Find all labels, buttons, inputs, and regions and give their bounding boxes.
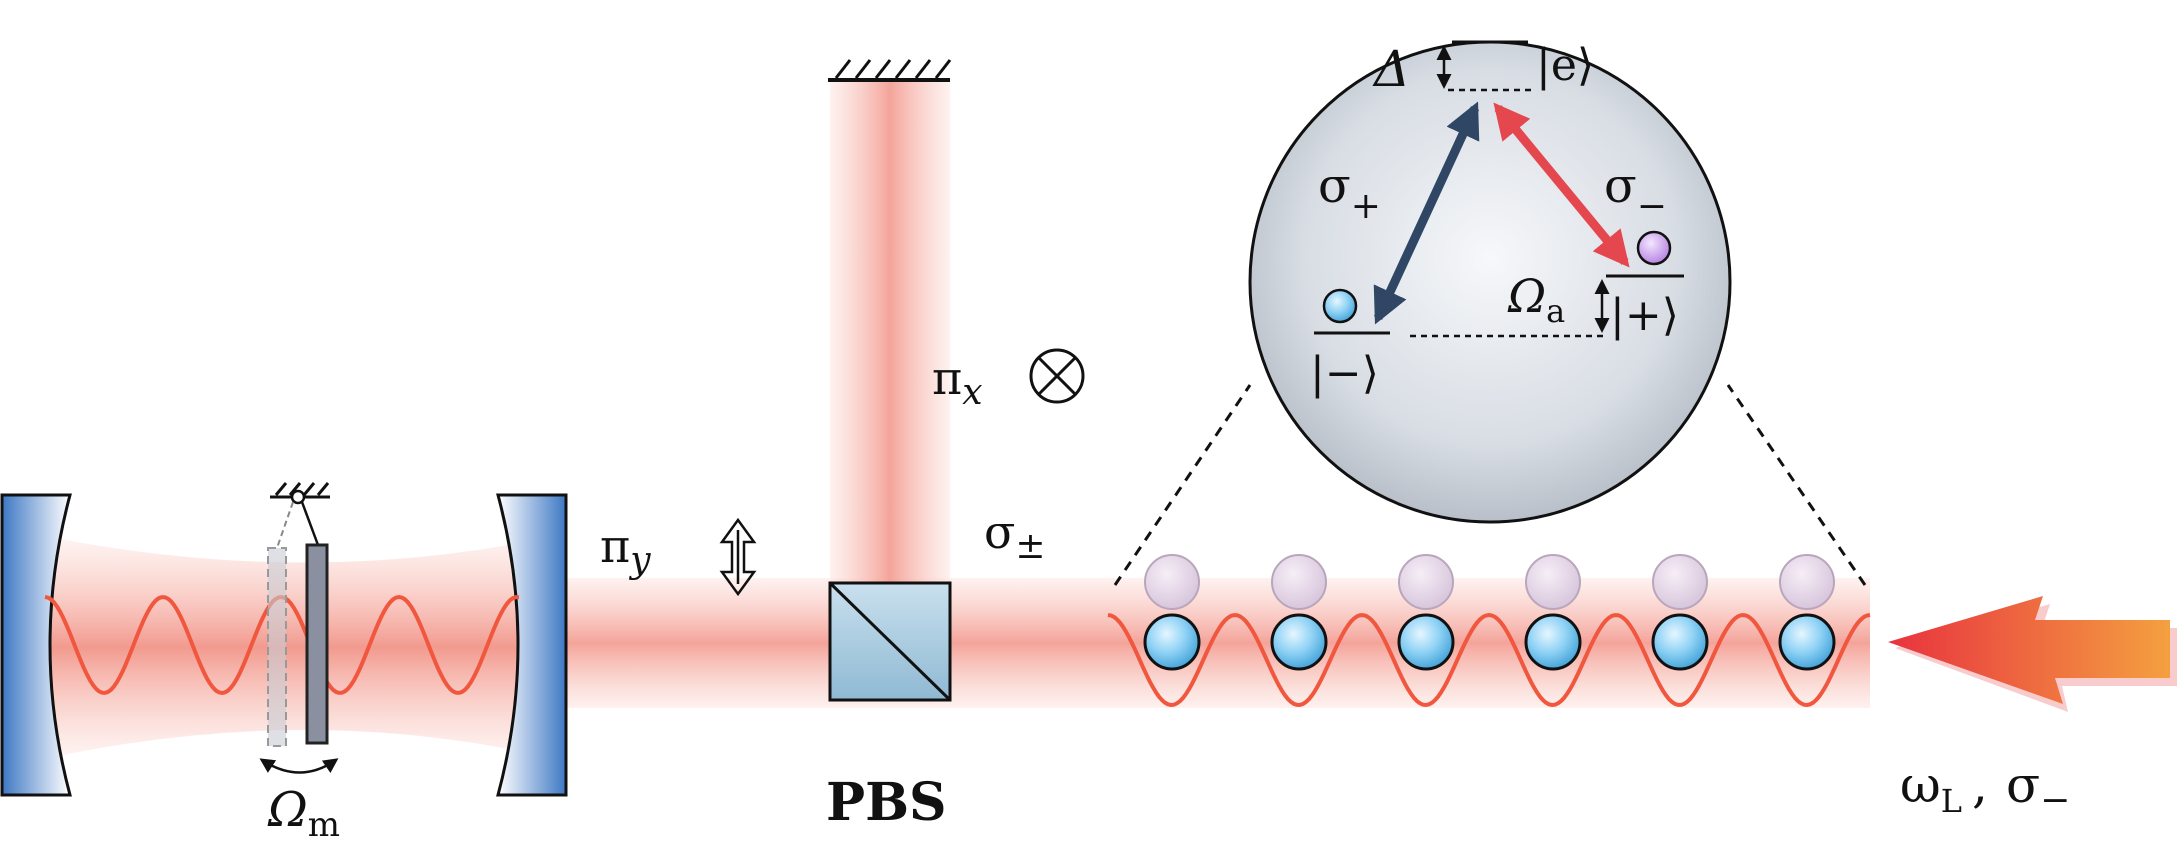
faded-atom-4: [1525, 554, 1581, 610]
lattice-atom-2: [1270, 613, 1328, 671]
delta-label: Δ: [1372, 40, 1410, 98]
faded-atom-5: [1652, 554, 1708, 610]
pbs-label: PBS: [826, 772, 947, 833]
level-scheme: [1314, 40, 1684, 338]
omega-a-label: Ωa: [1507, 269, 1565, 330]
cross-circle-icon: [1029, 348, 1085, 404]
membrane: [305, 543, 329, 745]
faded-atom-3: [1398, 554, 1454, 610]
atom-minus-state: [1322, 288, 1358, 324]
atom-plus-state: [1636, 230, 1672, 266]
ket-e-label: |e⟩: [1536, 40, 1594, 91]
faded-atom-1: [1144, 554, 1200, 610]
sigma-minus-label: σ−: [1604, 158, 1667, 227]
laser-label: ωL,σ−: [1900, 756, 2070, 821]
membrane-oscillator: [259, 482, 339, 774]
lattice-atom-1: [1143, 613, 1201, 671]
pi-x-label: πx: [932, 351, 983, 413]
vertical-beam: [830, 80, 950, 600]
pbs-cube: [828, 581, 952, 702]
lattice-atoms: [1143, 554, 1836, 671]
top-mirror: [828, 59, 952, 82]
sigma-pm-label: σ±: [984, 505, 1046, 567]
ket-plus-label: |+⟩: [1610, 290, 1679, 341]
sigma-plus-label: σ+: [1318, 158, 1381, 227]
lattice-potential: [1107, 612, 1871, 708]
laser-arrow: [1888, 596, 2177, 712]
zoom-line-left: [1113, 384, 1252, 586]
lattice-atom-3: [1397, 613, 1455, 671]
left-cavity-mirror: [0, 493, 72, 797]
double-arrow-icon: [719, 517, 757, 597]
sigma-minus-transition: [1493, 102, 1630, 268]
sigma-plus-transition: [1373, 101, 1480, 325]
lattice-atom-4: [1524, 613, 1582, 671]
faded-atom-2: [1271, 554, 1327, 610]
cavity-beam: [40, 535, 560, 760]
right-cavity-mirror: [496, 493, 568, 797]
zoom-line-right: [1726, 384, 1867, 586]
lattice-atom-5: [1651, 613, 1709, 671]
ket-minus-label: |−⟩: [1310, 348, 1379, 399]
level-scheme-sphere: [1248, 40, 1732, 524]
faded-atom-6: [1779, 554, 1835, 610]
membrane-displaced: [267, 547, 287, 747]
oscillation-arrow: [259, 758, 339, 774]
pi-y-label: πy: [600, 519, 651, 581]
omega-m-label: Ωm: [267, 782, 340, 845]
lattice-atom-6: [1778, 613, 1836, 671]
